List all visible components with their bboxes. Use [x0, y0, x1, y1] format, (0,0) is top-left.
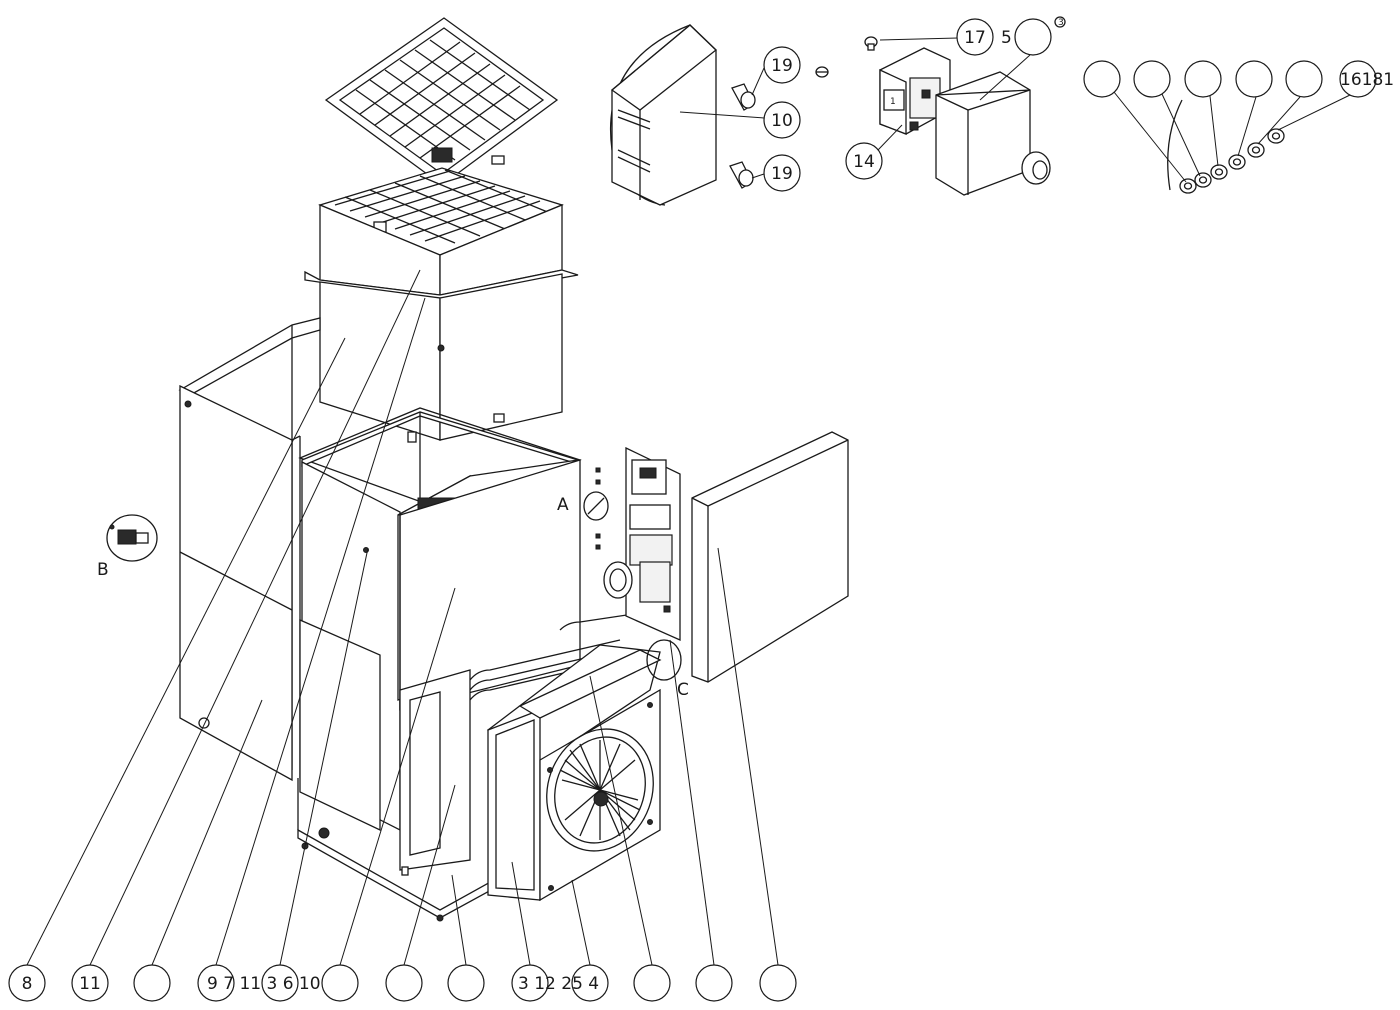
- top-grille: [324, 17, 559, 186]
- fan-assembly: [469, 609, 662, 902]
- detail-b: B: [97, 514, 158, 580]
- callout-17: 17: [964, 28, 986, 48]
- callout-19a: 19: [771, 56, 793, 76]
- switch-number: 1: [890, 97, 896, 107]
- label-b: B: [97, 560, 109, 580]
- washer-icon: [1267, 128, 1285, 144]
- callout-washers-text: 16181: [1340, 70, 1394, 90]
- callout-superscript: 3: [1058, 18, 1064, 28]
- washer-icon: [1179, 178, 1197, 194]
- leader-lines: [26, 269, 779, 966]
- washer-icon: [1228, 154, 1246, 170]
- callout-bottom-8: 3 12 25 4: [518, 974, 599, 994]
- screw-icon: [864, 36, 878, 51]
- callout-bottom-2: 11: [79, 974, 101, 994]
- washer-icon: [1247, 142, 1265, 158]
- callout-15-text: 5: [1001, 28, 1012, 48]
- control-board: A: [557, 446, 681, 642]
- label-a: A: [557, 495, 569, 515]
- label-c: C: [677, 680, 689, 700]
- front-panel: [691, 431, 849, 683]
- detail-washers: 16181: [1083, 60, 1394, 194]
- callout-19b: 19: [771, 164, 793, 184]
- filter-cube: [304, 167, 579, 441]
- screw-icon: [731, 83, 756, 111]
- washer-icon: [1210, 164, 1228, 180]
- callout-bottom-4: 9 7 11 3 6 10: [207, 974, 321, 994]
- detail-c: C: [646, 639, 689, 700]
- screw-icon: [729, 161, 754, 189]
- detail-cover: 19 10 19: [610, 24, 829, 206]
- callout-bottom-1: 8: [22, 974, 33, 994]
- bottom-callouts: 8 11 9 7 11 3 6 10 3 12 25 4: [8, 964, 797, 1002]
- washer-icon: [1194, 172, 1212, 188]
- screw-icon: [815, 66, 829, 78]
- detail-switch-motor: 1 17 5 3 14: [845, 16, 1066, 196]
- left-side-panel: [179, 384, 301, 782]
- callout-14: 14: [853, 152, 875, 172]
- callout-10: 10: [771, 111, 793, 131]
